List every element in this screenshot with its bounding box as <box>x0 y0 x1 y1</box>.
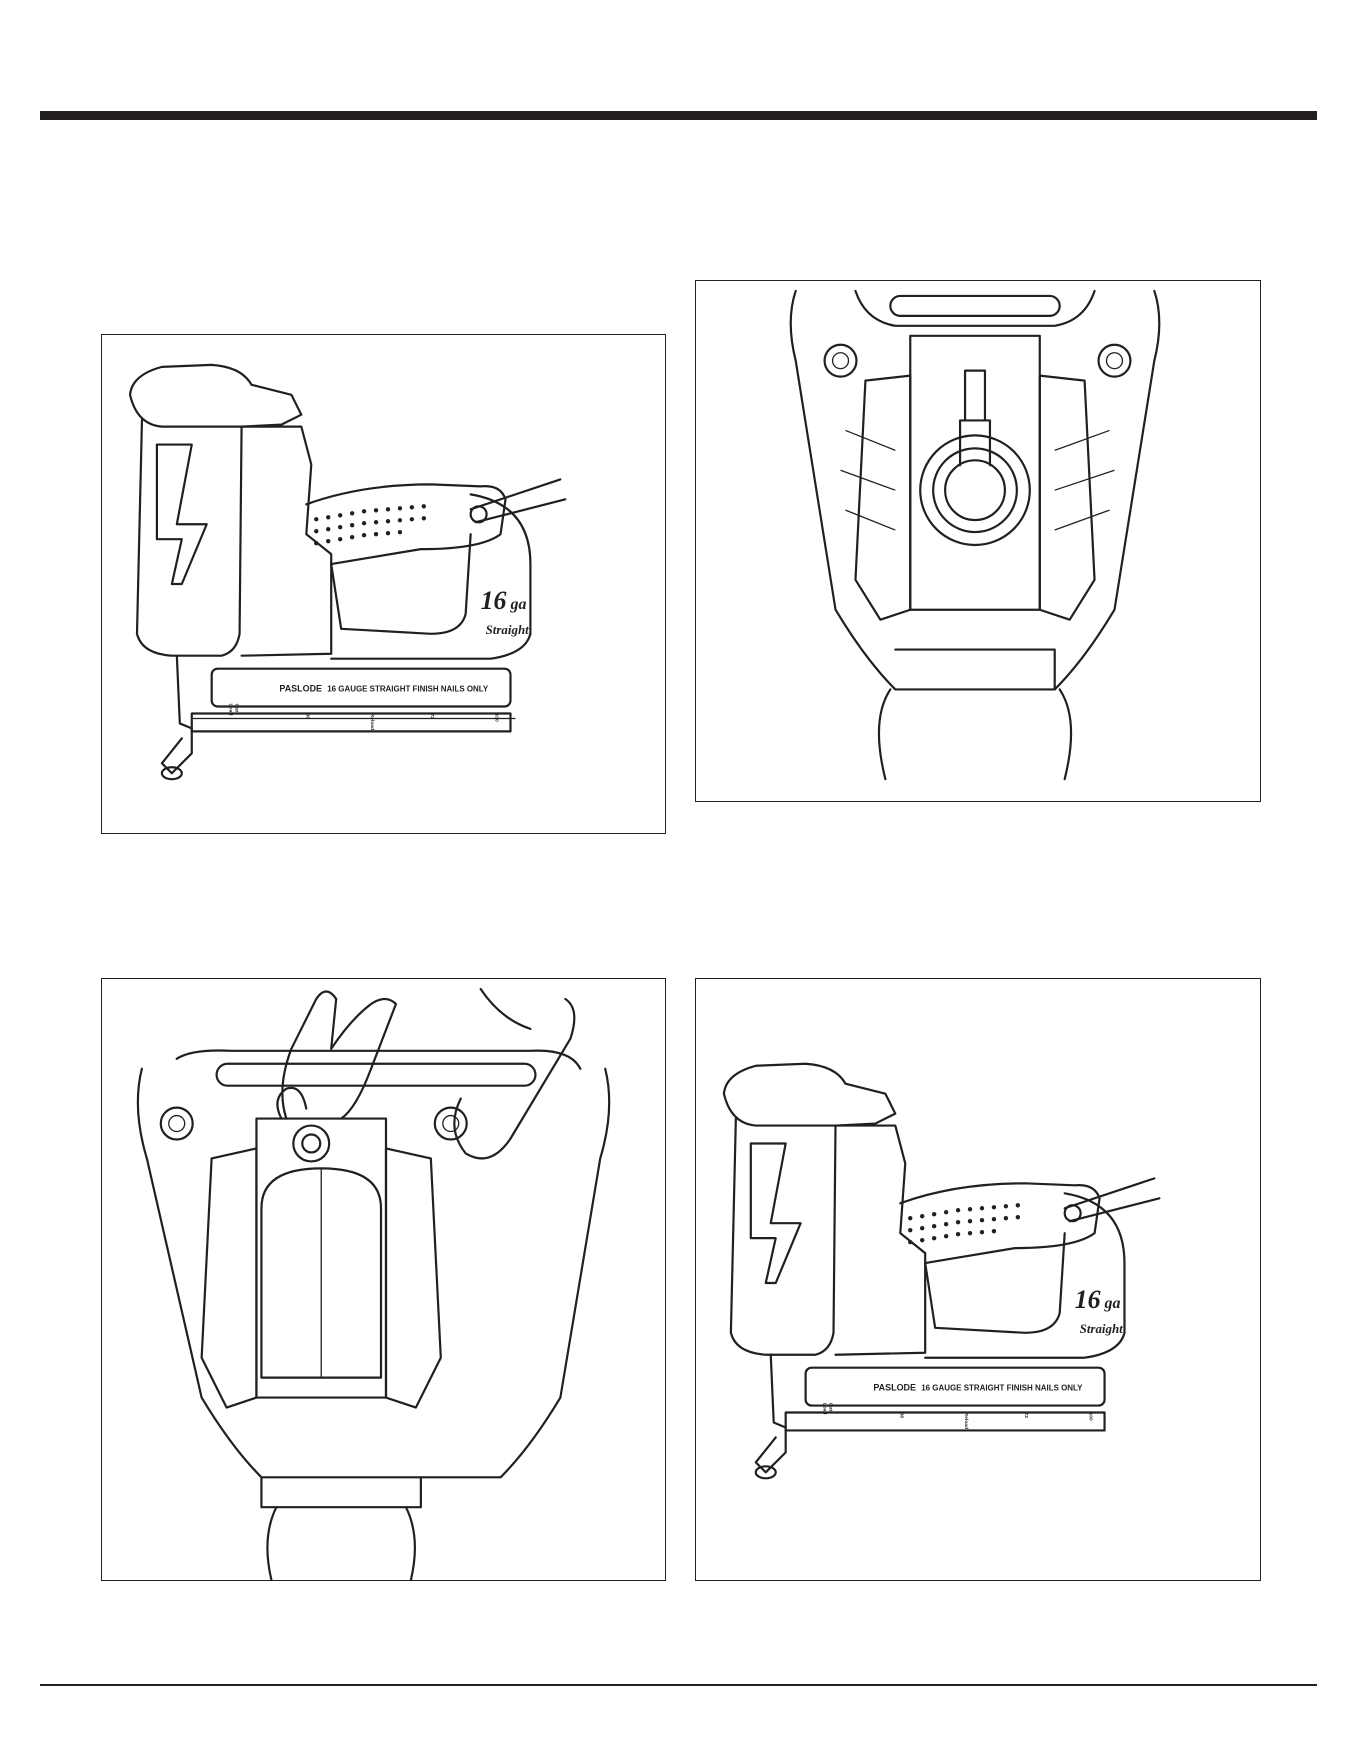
gauge-suffix: ga <box>1104 1295 1121 1312</box>
scale-mark: 38 <box>898 1413 904 1419</box>
scale-mark: Reload <box>369 713 375 730</box>
gauge-type: Straight <box>486 622 530 637</box>
scale-mark: 72 <box>429 713 435 719</box>
scale-mark: 100 <box>1088 1413 1094 1422</box>
compartment-illustration <box>696 281 1260 801</box>
figure-fuel-cell-compartment <box>695 280 1261 802</box>
nailer-side-illustration-2: PASLODE 16 GAUGE STRAIGHT FINISH NAILS O… <box>696 979 1260 1580</box>
gauge-suffix: ga <box>509 596 526 613</box>
figure-nailer-side-view: PASLODE 16 GAUGE STRAIGHT FINISH NAILS O… <box>101 334 666 834</box>
scale-mark: Load <box>228 704 234 716</box>
strip-label: 16 GAUGE STRAIGHT FINISH NAILS ONLY <box>327 685 489 694</box>
scale-mark: Out <box>828 1403 834 1412</box>
strip-label: 16 GAUGE STRAIGHT FINISH NAILS ONLY <box>921 1384 1083 1393</box>
gauge-number: 16 <box>481 586 507 615</box>
scale-mark: Out <box>234 704 240 713</box>
footer-rule <box>40 1684 1317 1686</box>
figure-nailer-side-view-closed: PASLODE 16 GAUGE STRAIGHT FINISH NAILS O… <box>695 978 1261 1581</box>
grip-texture <box>908 1203 1020 1244</box>
gauge-number: 16 <box>1075 1285 1101 1314</box>
brand-label: PASLODE <box>873 1383 916 1393</box>
nailer-side-illustration: PASLODE 16 GAUGE STRAIGHT FINISH NAILS O… <box>102 335 665 833</box>
scale-mark: Load <box>822 1403 828 1415</box>
grip-texture <box>314 504 426 545</box>
scale-mark: Reload <box>963 1413 969 1430</box>
header-rule <box>40 111 1317 120</box>
insert-illustration <box>102 979 665 1580</box>
brand-label: PASLODE <box>279 684 322 694</box>
gauge-type: Straight <box>1080 1321 1124 1336</box>
scale-mark: 72 <box>1023 1413 1029 1419</box>
figure-insert-fuel-cell <box>101 978 666 1581</box>
scale-mark: 100 <box>494 713 500 722</box>
scale-mark: 38 <box>304 713 310 719</box>
